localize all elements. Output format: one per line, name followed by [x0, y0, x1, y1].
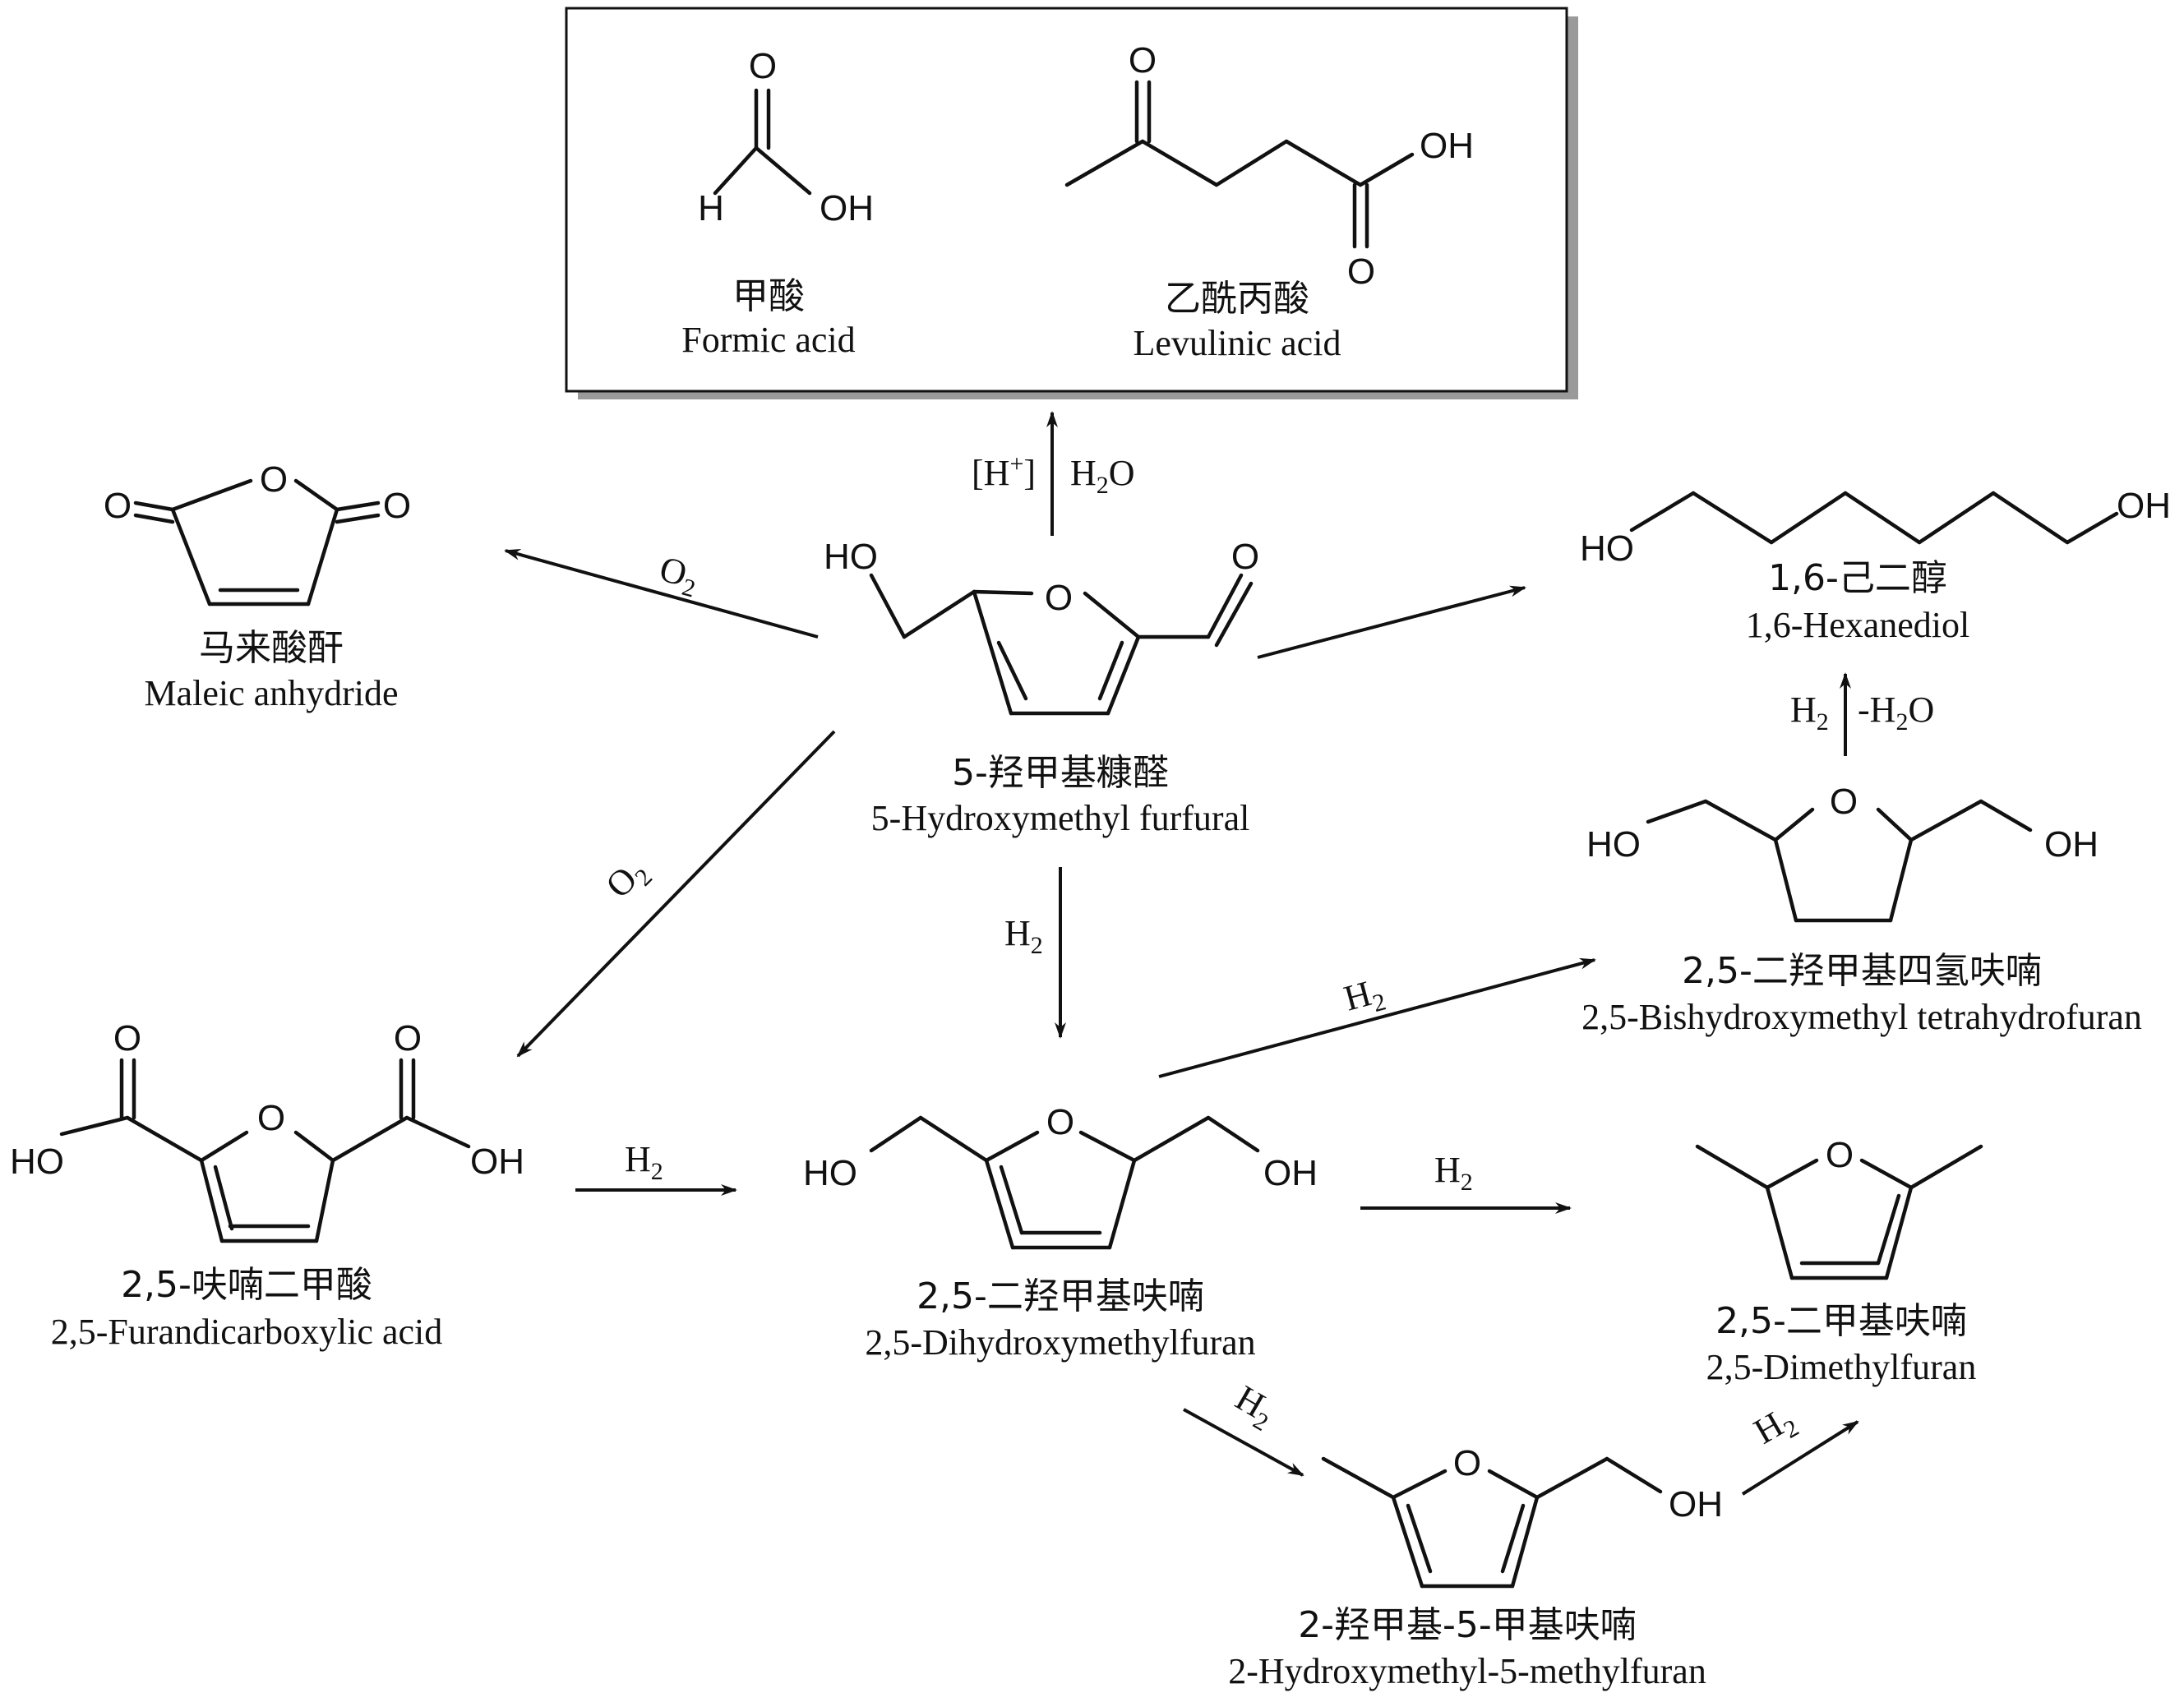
- arrow-hmmf-to-dmf: [1741, 1420, 1859, 1496]
- dmf-cn-label: 2,5-二甲基呋喃: [1715, 1300, 1967, 1342]
- dhmf-cn-label: 2,5-二羟甲基呋喃: [917, 1275, 1204, 1317]
- formic-en-label: Formic acid: [681, 320, 855, 360]
- hmmf-en-label: 2-Hydroxymethyl-5-methylfuran: [1228, 1651, 1706, 1691]
- fdca-right-o: O: [394, 1018, 422, 1059]
- dhmf-ho: HO: [803, 1153, 857, 1193]
- hexanediol-en-label: 1,6-Hexanediol: [1746, 605, 1969, 645]
- h2-dhmf-dmf-label: H2: [1434, 1150, 1473, 1196]
- formic-oh: OH: [820, 188, 874, 228]
- dhmf-ring-o: O: [1046, 1102, 1074, 1142]
- levulinic-oh: OH: [1420, 126, 1474, 166]
- h2-hmf-dhmf-label: H2: [1004, 913, 1043, 959]
- h2-hmmf-dmf-label: H2: [1748, 1398, 1804, 1457]
- fdca-oh: OH: [470, 1142, 524, 1182]
- formic-acid-structure: O H OH: [698, 46, 874, 228]
- arrow-dhmf-to-bhmthf: [1158, 957, 1596, 1078]
- hexanediol-oh: OH: [2117, 486, 2171, 526]
- dhmf-oh: OH: [1263, 1153, 1318, 1193]
- hmf-ring-o: O: [1045, 578, 1073, 618]
- bhmthf-cn-label: 2,5-二羟甲基四氢呋喃: [1682, 950, 2042, 992]
- hmmf-cn-label: 2-羟甲基-5-甲基呋喃: [1298, 1604, 1637, 1646]
- hmf-cho-o: O: [1231, 537, 1259, 577]
- dhmf-structure: HO O OH: [803, 1102, 1318, 1250]
- formic-o: O: [749, 46, 777, 86]
- fdca-cn-label: 2,5-呋喃二甲酸: [121, 1264, 372, 1306]
- hexanediol-cn-label: 1,6-己二醇: [1768, 557, 1947, 599]
- bhmthf-structure: HO O OH: [1586, 782, 2099, 923]
- hmf-ho: HO: [824, 537, 878, 577]
- fdca-en-label: 2,5-Furandicarboxylic acid: [51, 1312, 443, 1352]
- maleic-left-o: O: [104, 486, 132, 526]
- maleic-anhydride-structure: O O O: [104, 459, 411, 607]
- levulinic-acid-o: O: [1347, 251, 1375, 292]
- bhmthf-oh: OH: [2044, 824, 2099, 865]
- hmf-structure: HO O O: [824, 537, 1259, 716]
- hmf-cn-label: 5-羟甲基糠醛: [952, 752, 1169, 794]
- fdca-left-o: O: [113, 1018, 141, 1059]
- dhmf-en-label: 2,5-Dihydroxymethylfuran: [865, 1322, 1255, 1363]
- formic-h: H: [698, 188, 724, 228]
- dmf-ring-o: O: [1826, 1135, 1854, 1175]
- levulinic-ketone-o: O: [1129, 40, 1157, 81]
- levulinic-acid-structure: O OH O: [1064, 40, 1474, 292]
- dmf-en-label: 2,5-Dimethylfuran: [1706, 1347, 1977, 1387]
- bhmthf-ho: HO: [1586, 824, 1641, 865]
- fdca-ring-o: O: [257, 1098, 285, 1138]
- hexanediol-ho: HO: [1580, 528, 1634, 569]
- reagent-labels: [H+] H2O O2 O2 H2 -H2O H2 H2 H2 H2 H2 H2: [598, 450, 1934, 1457]
- h2-dhmf-hmmf-label: H2: [1226, 1377, 1283, 1437]
- h2-fdca-dhmf-label: H2: [625, 1139, 663, 1185]
- minus-water-label: -H2O: [1858, 690, 1934, 736]
- arrow-hmf-to-maleic: [504, 549, 819, 639]
- hexanediol-structure: HO OH: [1580, 486, 2171, 569]
- maleic-right-o: O: [383, 486, 411, 526]
- arrow-hmf-to-hexanediol: [1257, 585, 1526, 659]
- arrow-hmf-to-fdca: [516, 730, 836, 1058]
- water-label: H2O: [1070, 453, 1135, 499]
- acid-catalyst-label: [H+]: [972, 450, 1036, 493]
- maleic-ring-o: O: [260, 459, 288, 500]
- arrow-dhmf-to-hmmf: [1183, 1408, 1304, 1477]
- fdca-structure: HO O OH O O: [10, 1018, 524, 1243]
- bhmthf-ring-o: O: [1830, 782, 1858, 822]
- levulinic-cn-label: 乙酰丙酸: [1165, 278, 1309, 320]
- formic-cn-label: 甲酸: [732, 275, 805, 317]
- maleic-cn-label: 马来酸酐: [199, 627, 344, 669]
- maleic-en-label: Maleic anhydride: [144, 673, 398, 713]
- levulinic-en-label: Levulinic acid: [1134, 323, 1341, 363]
- o2-fdca-label: O2: [598, 850, 658, 910]
- hmmf-structure: O OH: [1321, 1443, 1723, 1589]
- hmf-en-label: 5-Hydroxymethyl furfural: [871, 798, 1250, 838]
- h2-dhmf-bhmthf-label: H2: [1340, 970, 1389, 1024]
- box-frame: [565, 7, 1568, 393]
- dmf-structure: O: [1695, 1135, 1983, 1280]
- arrows: [504, 411, 1859, 1496]
- hmmf-oh: OH: [1669, 1484, 1723, 1524]
- h2-hexanediol-label: H2: [1790, 690, 1829, 736]
- hmmf-ring-o: O: [1453, 1443, 1481, 1483]
- fdca-ho: HO: [10, 1142, 64, 1182]
- hydrolysis-products-box: O H OH 甲酸 Formic acid O OH O 乙酰丙酸 Levuli…: [565, 7, 1578, 399]
- bhmthf-en-label: 2,5-Bishydroxymethyl tetrahydrofuran: [1581, 997, 2142, 1037]
